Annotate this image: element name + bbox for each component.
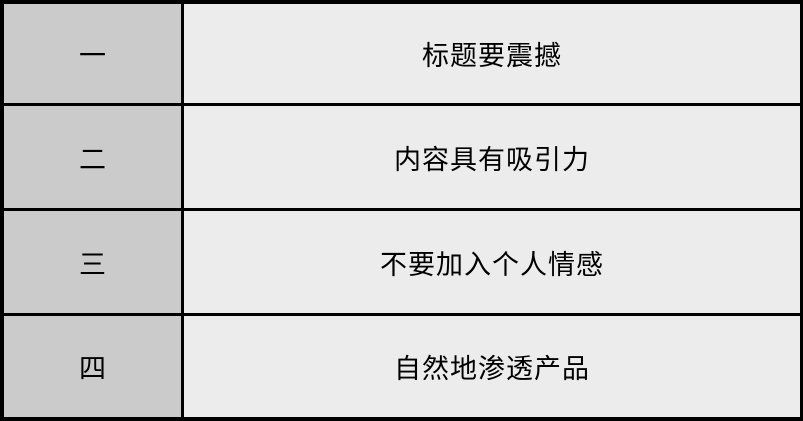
row-1-index: 一 — [4, 4, 181, 103]
row-2-text: 内容具有吸引力 — [184, 106, 800, 208]
row-2-index: 二 — [4, 106, 181, 208]
row-4-text: 自然地渗透产品 — [184, 316, 800, 417]
row-3-text: 不要加入个人情感 — [184, 211, 800, 313]
row-4-index: 四 — [4, 316, 181, 417]
row-1-text: 标题要震撼 — [184, 4, 800, 103]
row-3-index: 三 — [4, 211, 181, 313]
